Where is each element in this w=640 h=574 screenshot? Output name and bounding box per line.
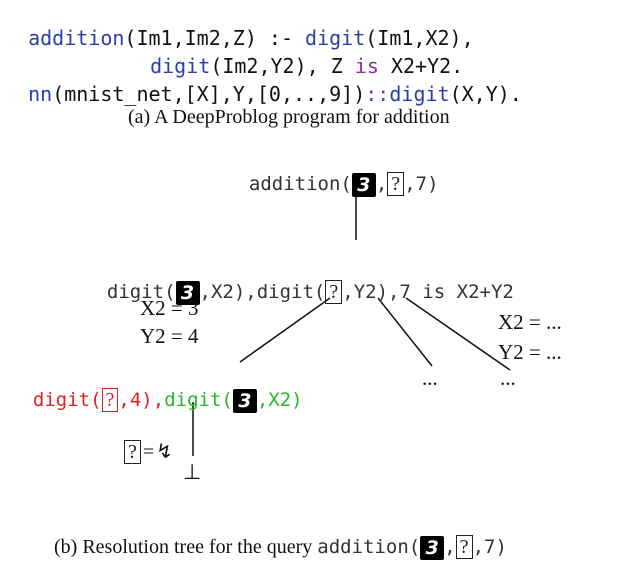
head-predicate: addition — [28, 26, 125, 50]
body-args-1: (Im1,X2), — [365, 26, 474, 50]
ellipsis-node-2: ... — [500, 366, 516, 390]
nn-keyword: nn — [28, 82, 53, 106]
root-post: ,7) — [404, 173, 439, 195]
nn-tail: (X,Y). — [449, 82, 522, 106]
subst-x2: X2 = 3 — [140, 296, 199, 320]
unknown-image-box-red: ? — [101, 388, 119, 412]
root-comma: , — [375, 173, 388, 195]
failed-goal-pre: digit( — [32, 389, 102, 411]
body-args-2: (Im2,Y2), — [210, 54, 319, 78]
root-node: addition(3,?,7) — [226, 150, 439, 197]
program-line-3: nn(mnist_net,[X],Y,[0,..,9])::digit(X,Y)… — [4, 58, 522, 106]
failed-goal-post: ,4), — [118, 389, 165, 411]
body-predicate-1: digit — [305, 26, 366, 50]
unknown-image-box: ? — [455, 535, 473, 559]
edge-mid-center — [377, 297, 433, 367]
caption-b: (b) Resolution tree for the query additi… — [54, 535, 507, 561]
mid-a: ,X2),digit( — [199, 281, 326, 303]
unknown-image-box: ? — [325, 280, 343, 304]
mnist-digit-image: 3 — [420, 536, 445, 561]
rule-operator: :- — [256, 26, 306, 50]
subst-x2-other: X2 = ... — [498, 310, 562, 334]
nn-operator: :: — [365, 82, 390, 106]
caption-a: (a) A DeepProblog program for addition — [128, 106, 450, 128]
ellipsis-node-1: ... — [422, 366, 438, 390]
sum-expression: X2+Y2. — [378, 54, 464, 78]
body-predicate-2: digit — [150, 54, 211, 78]
body-var-z: Z — [318, 54, 355, 78]
fail-equals: = — [142, 441, 155, 463]
caption-b-post: ,7) — [472, 536, 507, 558]
subst-y2-other: Y2 = ... — [498, 340, 562, 364]
head-args: (Im1,Im2,Z) — [124, 26, 257, 50]
is-keyword: is — [354, 54, 379, 78]
success-goal-post: ,X2) — [256, 389, 303, 411]
edge-mid-right — [405, 297, 511, 371]
mid-pre: digit( — [106, 281, 176, 303]
edge-mid-left — [239, 297, 331, 363]
root-pre: addition( — [248, 173, 352, 195]
contradiction-icon: ↯ — [156, 441, 173, 463]
bottom-symbol: ⊥ — [183, 460, 202, 484]
success-goal-pre: digit( — [164, 389, 233, 411]
program-line-2: digit(Im2,Y2), Z is X2+Y2. — [126, 30, 463, 78]
subst-y2: Y2 = 4 — [140, 324, 199, 348]
failure-node: ?=↯ — [114, 416, 173, 464]
nn-args: (mnist_net,[X],Y,[0,..,9]) — [52, 82, 366, 106]
caption-b-pre: (b) Resolution tree for the query — [54, 536, 318, 558]
mnist-digit-image: 3 — [351, 172, 376, 197]
mnist-digit-image: 3 — [232, 388, 257, 413]
nn-predicate: digit — [389, 82, 450, 106]
mid-b: ,Y2),7 is X2+Y2 — [342, 281, 514, 303]
mnist-digit-image: 3 — [175, 280, 200, 305]
program-line-1: addition(Im1,Im2,Z) :- digit(Im1,X2), — [4, 2, 474, 50]
unknown-image-box: ? — [387, 172, 405, 196]
caption-b-code: addition( — [317, 536, 421, 558]
unknown-image-box: ? — [124, 440, 141, 464]
left-child-node: digit(?,4),digit(3,X2) — [10, 366, 303, 413]
middle-node: digit(3,X2),digit(?,Y2),7 is X2+Y2 — [84, 258, 514, 305]
